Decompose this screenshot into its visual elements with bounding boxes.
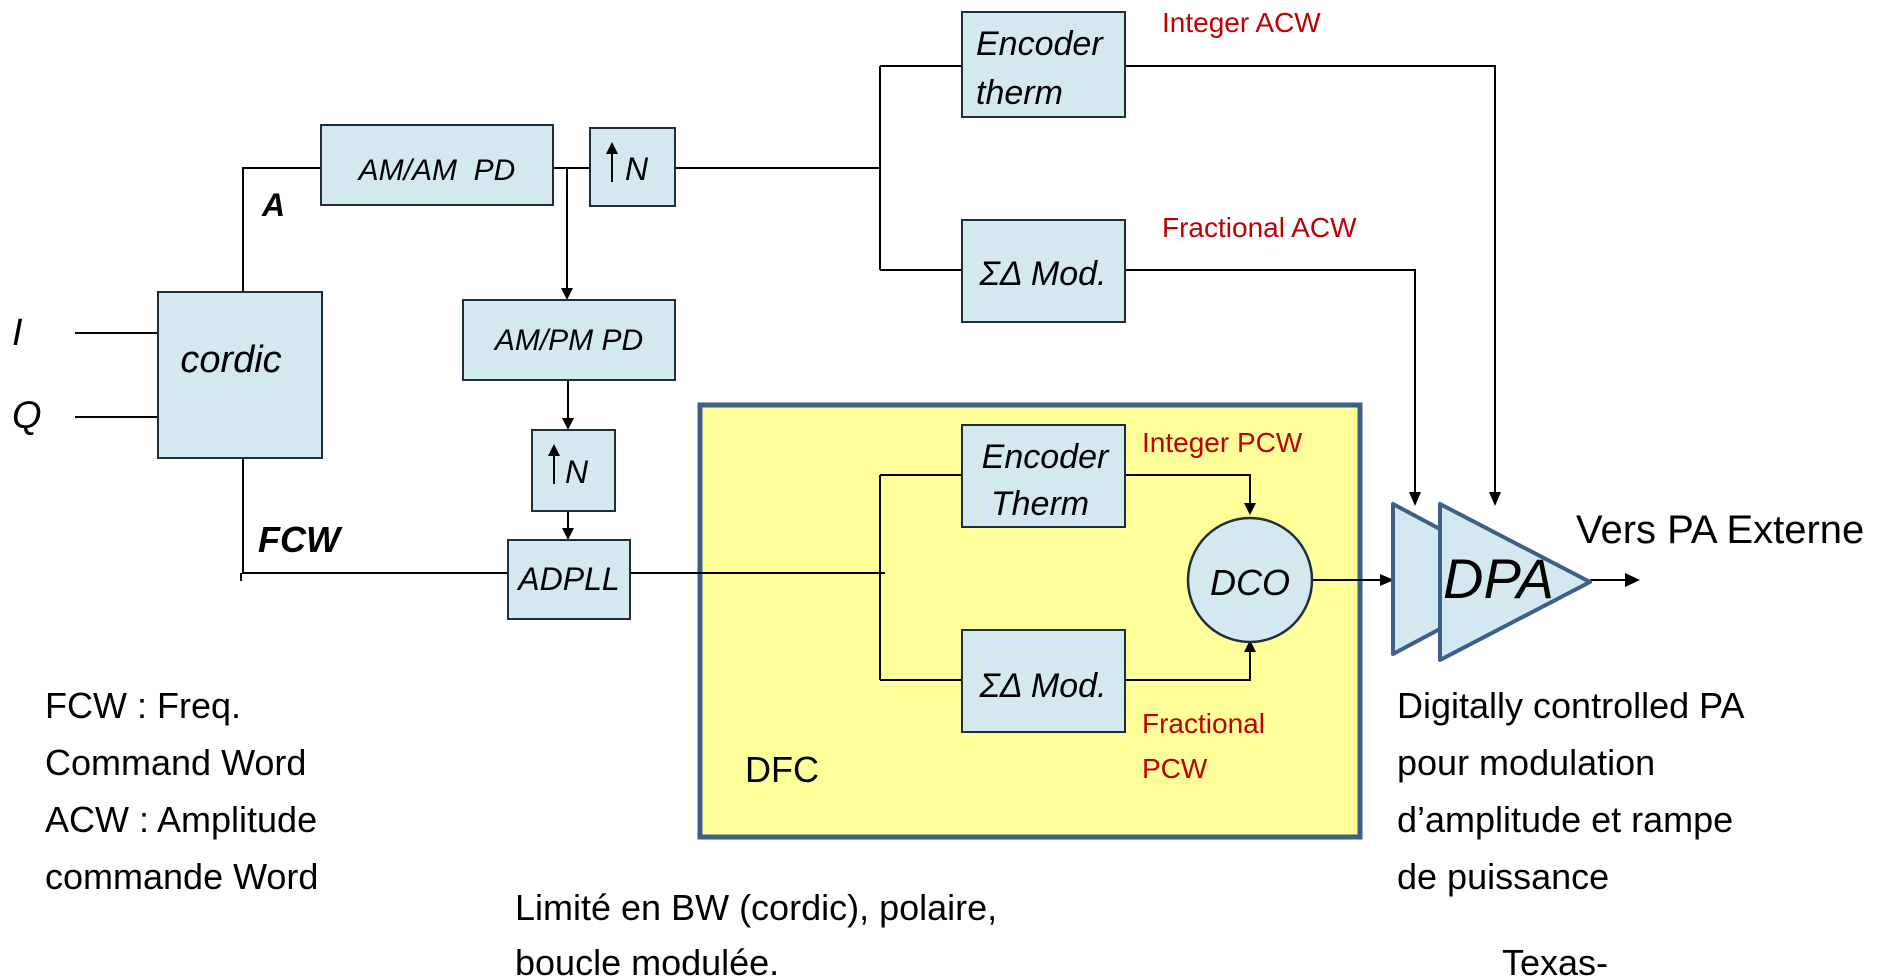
input-q-label: Q [12,395,42,437]
sd-top-label: ΣΔ Mod. [979,255,1107,293]
fractional-pcw-line [1125,650,1251,681]
fractional-pcw-line2: PCW [1142,753,1208,784]
integer-pcw-label: Integer PCW [1142,427,1303,458]
up-arrow-top-icon [606,142,618,154]
dpa-label: DPA [1443,547,1554,610]
amplitude-path [242,167,321,292]
sigma-delta-dfc-block: ΣΔ Mod. [961,629,1126,733]
legend-line: Command Word [45,742,306,783]
arrow-integer-pcw [1244,503,1256,515]
arrowheads [561,288,1640,652]
encoder-top-line1: Encoder [976,25,1104,63]
encoder-dfc-line2: Therm [991,485,1089,523]
integer-acw-line [1125,65,1496,492]
legend-line: commande Word [45,856,318,897]
legend-line: FCW : Freq. [45,685,241,726]
sigma-delta-top-block: ΣΔ Mod. [961,219,1126,323]
up-n-top-block: N [589,127,676,207]
arrow-fractional-acw [1409,492,1421,506]
am-pm-pd-label: AM/PM PD [493,324,643,357]
cordic-label: cordic [180,339,281,381]
arrow-to-adpll [562,528,574,540]
fcw-path [242,458,508,574]
legend-line: ACW : Amplitude [45,799,317,840]
arrow-to-ampm [561,288,573,300]
arrow-to-upn-mid [562,418,574,430]
input-i-label: I [12,312,23,354]
dfc-label: DFC [745,749,819,790]
encoder-dfc-line1: Encoder [982,438,1110,476]
up-n-mid-block: N [531,429,616,512]
legend-notes: FCW : Freq. Command Word ACW : Amplitude… [45,685,318,897]
adpll-label: ADPLL [516,561,619,597]
fractional-acw-line [1125,269,1416,492]
dco-block: DCO [1186,516,1314,644]
dpa-desc-line: pour modulation [1397,742,1655,783]
am-pm-pd-block: AM/PM PD [462,299,676,381]
output-label: Vers PA Externe [1576,508,1864,552]
limits-line: Limité en BW (cordic), polaire, [515,887,997,928]
dpa-desc-line: d’amplitude et rampe [1397,799,1733,840]
dco-label: DCO [1210,562,1290,603]
sd-dfc-label: ΣΔ Mod. [979,667,1107,705]
up-n-mid-label: N [565,454,589,490]
arrow-output [1625,573,1640,587]
encoder-therm-top-block: Encoder therm [961,11,1126,118]
dpa-desc-line: de puissance [1397,856,1609,897]
fractional-pcw-line1: Fractional [1142,708,1265,739]
fcw-label: FCW [258,519,343,560]
dpa-block: DPA [1391,502,1592,662]
limits-note: Limité en BW (cordic), polaire, boucle m… [515,887,997,980]
dpa-description: Digitally controlled PA pour modulation … [1397,685,1744,897]
wires [75,65,1625,681]
adpll-block: ADPLL [507,539,631,620]
encoder-therm-dfc-block: Encoder Therm [961,424,1126,528]
cordic-block: cordic [157,291,323,459]
limits-line: boucle modulée. [515,942,779,980]
arrow-fractional-pcw [1244,640,1256,652]
up-arrow-mid-icon [548,444,560,456]
integer-acw-label: Integer ACW [1162,7,1321,38]
encoder-top-line2: therm [976,74,1063,112]
up-n-top-label: N [625,151,649,187]
dpa-desc-line: Digitally controlled PA [1397,685,1744,726]
amplitude-label: A [261,187,285,223]
am-am-pd-block: AM/AM PD [320,124,554,206]
am-am-pd-label: AM/AM PD [357,154,516,187]
source-label: Texas- [1502,942,1608,980]
arrow-dco-to-dpa [1380,574,1394,586]
integer-pcw-line [1125,474,1251,505]
arrow-integer-acw [1489,492,1501,506]
fractional-acw-label: Fractional ACW [1162,212,1357,243]
